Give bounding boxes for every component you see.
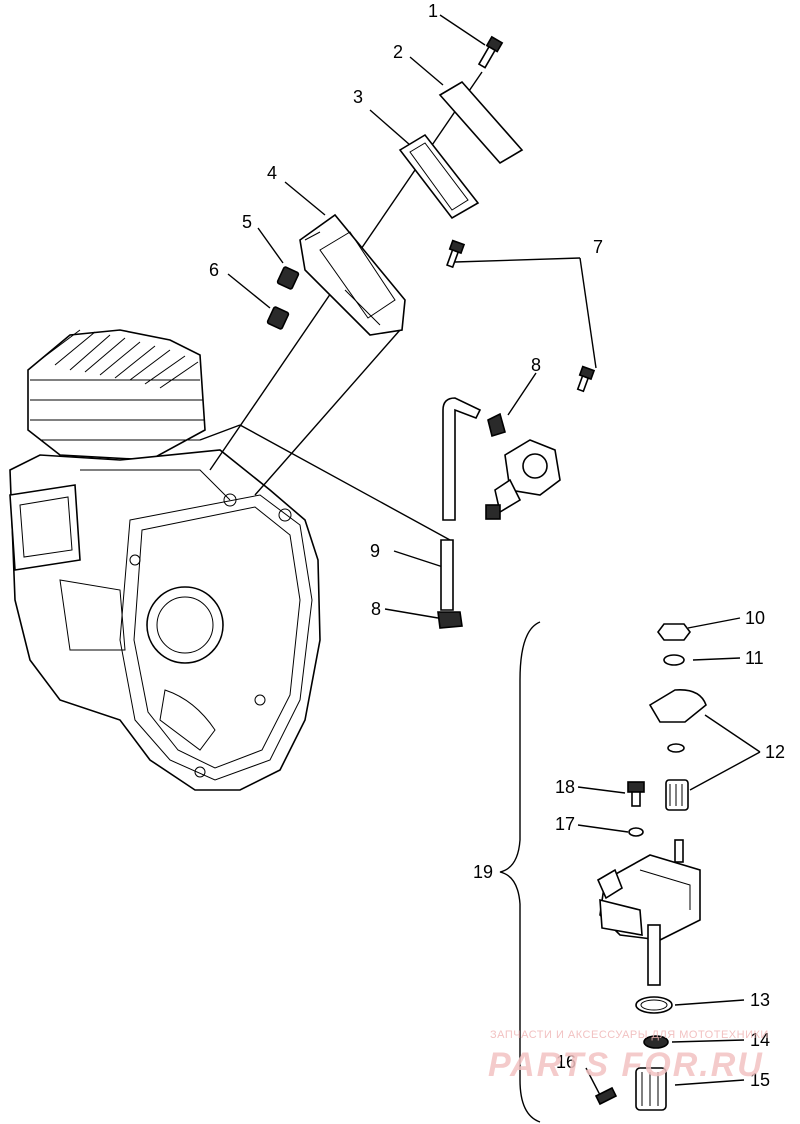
housing-part: [299, 213, 406, 336]
callout-4: 4: [267, 163, 277, 183]
callout-7: 7: [593, 237, 603, 257]
gear-part: [665, 779, 689, 811]
pin-part: [594, 1086, 618, 1106]
callout-11: 11: [745, 648, 764, 668]
screw-part-2: [576, 365, 596, 393]
nut-part: [276, 266, 300, 290]
watermark-caption: ЗАПЧАСТИ И АКСЕССУАРЫ ДЛЯ МОТОТЕХНИКИ: [490, 1029, 769, 1041]
drive-gear-part: [635, 1067, 667, 1111]
clamp-part-2: [437, 611, 463, 629]
callout-9: 9: [370, 541, 380, 561]
callout-15: 15: [750, 1070, 770, 1090]
cam-part: [648, 688, 707, 723]
watermark-logo: PARTS FOR.RU: [488, 1046, 764, 1084]
clamp-part: [487, 412, 506, 438]
gasket-part: [398, 133, 480, 220]
nut-part-2: [266, 306, 290, 330]
callout-2: 2: [393, 42, 403, 62]
pump-part: [485, 439, 561, 520]
small-washer-part: [667, 743, 685, 753]
callout-14: 14: [750, 1030, 770, 1050]
oil-pump-body: [596, 839, 701, 986]
callout-19: 19: [473, 862, 493, 882]
assembly-bracket: [499, 621, 541, 1123]
hex-nut-part: [657, 623, 691, 641]
washer-part-2: [628, 827, 644, 837]
seal-part: [643, 1035, 669, 1049]
callout-17: 17: [555, 814, 575, 834]
callout-3: 3: [353, 87, 363, 107]
callout-labels: 1 2 3 4 5 6 7 8 9 8 10 11 12 18 17 19 13…: [209, 1, 785, 1090]
callout-1: 1: [428, 1, 438, 21]
cover-plate-part: [438, 80, 524, 165]
engine-crankcase: [9, 329, 321, 791]
callout-12: 12: [765, 742, 785, 762]
callout-13: 13: [750, 990, 770, 1010]
screw-part-3: [627, 781, 645, 807]
callout-10: 10: [745, 608, 765, 628]
callout-18: 18: [555, 777, 575, 797]
hose-part: [440, 397, 482, 611]
callout-5: 5: [242, 212, 252, 232]
bolt-part: [477, 35, 504, 69]
callout-8-lower: 8: [371, 599, 381, 619]
callout-16: 16: [556, 1052, 576, 1072]
screw-part: [446, 239, 466, 269]
washer-part: [663, 654, 685, 666]
callout-8-upper: 8: [531, 355, 541, 375]
callout-6: 6: [209, 260, 219, 280]
watermark: ЗАПЧАСТИ И АКСЕССУАРЫ ДЛЯ МОТОТЕХНИКИ PA…: [488, 1029, 769, 1084]
